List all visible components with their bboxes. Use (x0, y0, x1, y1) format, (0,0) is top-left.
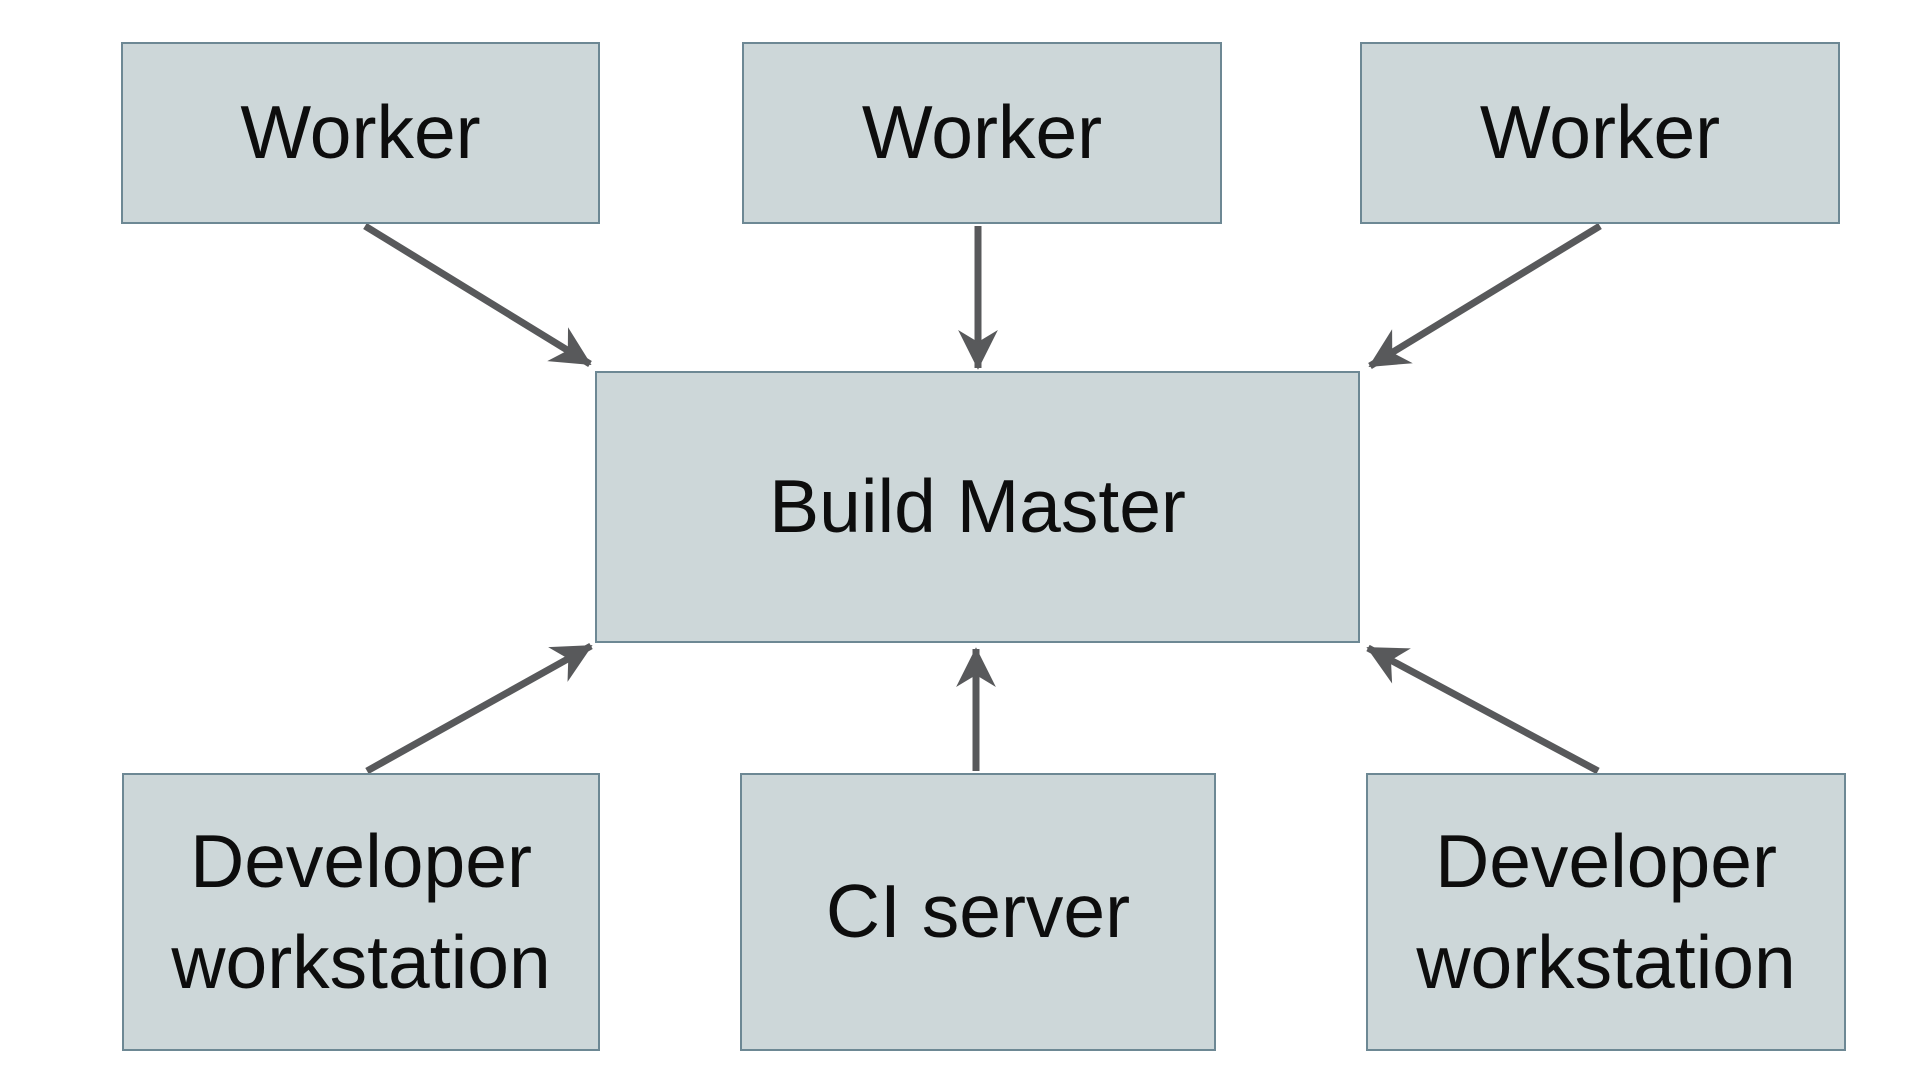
node-build-master: Build Master (595, 371, 1360, 643)
node-worker-3-label: Worker (1479, 90, 1721, 175)
arrow-dev-workstation-2-to-build-master (1366, 644, 1600, 775)
node-ci-server: CI server (740, 773, 1216, 1051)
arrow-dev-workstation-1-to-build-master (365, 642, 593, 775)
arrow-worker-1-to-build-master (363, 223, 592, 367)
node-developer-workstation-1-label: Developer workstation (171, 818, 551, 1004)
arrow-worker-3-to-build-master (1368, 223, 1602, 369)
node-worker-2-label: Worker (861, 90, 1103, 175)
node-developer-workstation-2: Developer workstation (1366, 773, 1846, 1051)
node-developer-workstation-1: Developer workstation (122, 773, 600, 1051)
node-ci-server-label: CI server (825, 869, 1131, 954)
node-developer-workstation-2-label: Developer workstation (1416, 818, 1796, 1004)
node-worker-2: Worker (742, 42, 1222, 224)
node-build-master-label: Build Master (769, 464, 1186, 549)
node-worker-1-label: Worker (240, 90, 481, 175)
node-worker-1: Worker (121, 42, 600, 224)
node-worker-3: Worker (1360, 42, 1840, 224)
